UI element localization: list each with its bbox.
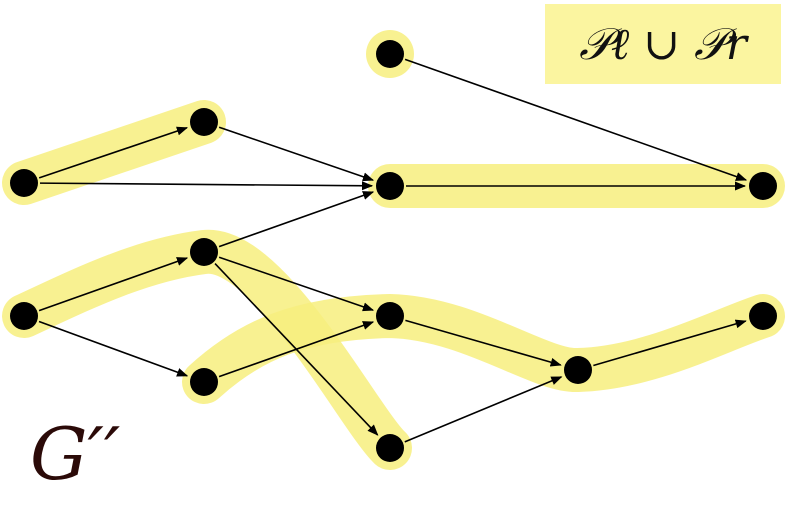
- edge-n11-n10: [404, 376, 563, 443]
- highlight-band: [182, 294, 785, 404]
- edge-n10-n12: [593, 319, 747, 367]
- graph-label: G′′: [30, 412, 121, 496]
- node-n3: [376, 172, 404, 200]
- node-n4: [749, 172, 777, 200]
- highlighted-paths: [2, 30, 785, 470]
- node-n2: [190, 108, 218, 136]
- node-n6: [10, 302, 38, 330]
- node-n5: [376, 40, 404, 68]
- node-n10: [564, 356, 592, 384]
- edge-n1-n2: [38, 126, 189, 179]
- edge-n5-n4: [404, 58, 748, 181]
- node-n8: [190, 368, 218, 396]
- edge-n6-n7: [38, 257, 189, 312]
- edge-n7-n3: [218, 191, 375, 248]
- edge-n7-n9: [218, 256, 375, 312]
- node-n9: [376, 302, 404, 330]
- edge-n1-n3: [39, 181, 374, 191]
- node-n1: [10, 169, 38, 197]
- node-n12: [749, 302, 777, 330]
- legend-box: 𝒫ℓ ∪ 𝒫r: [545, 4, 781, 84]
- node-n11: [376, 434, 404, 462]
- legend-label: 𝒫ℓ ∪ 𝒫r: [579, 18, 747, 70]
- nodes: [10, 40, 777, 462]
- node-n7: [190, 238, 218, 266]
- edge-n6-n8: [38, 320, 189, 377]
- edge-n2-n3: [218, 126, 375, 182]
- edge-n9-n10: [405, 319, 562, 367]
- edges: [38, 58, 748, 443]
- edge-n8-n9: [218, 321, 375, 378]
